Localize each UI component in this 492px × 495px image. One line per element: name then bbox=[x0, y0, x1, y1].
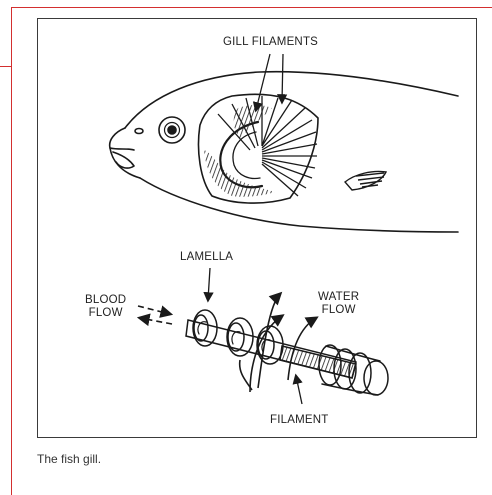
gill-filaments-label: GILL FILAMENTS bbox=[223, 36, 318, 49]
lamella-label: LAMELLA bbox=[180, 251, 233, 264]
lamella-pointer bbox=[208, 268, 210, 300]
filament-label: FILAMENT bbox=[270, 414, 328, 427]
figure-caption: The fish gill. bbox=[37, 452, 101, 466]
blood-flow-label: BLOOD FLOW bbox=[85, 294, 126, 320]
gill-filaments-pointers bbox=[256, 54, 283, 110]
fish-head bbox=[110, 72, 458, 232]
filament-pointer bbox=[296, 376, 302, 404]
pectoral-fin bbox=[345, 171, 386, 190]
filament-closeup bbox=[186, 310, 388, 395]
water-flow-label: WATER FLOW bbox=[318, 291, 359, 317]
blood-flow-arrows bbox=[138, 306, 172, 324]
